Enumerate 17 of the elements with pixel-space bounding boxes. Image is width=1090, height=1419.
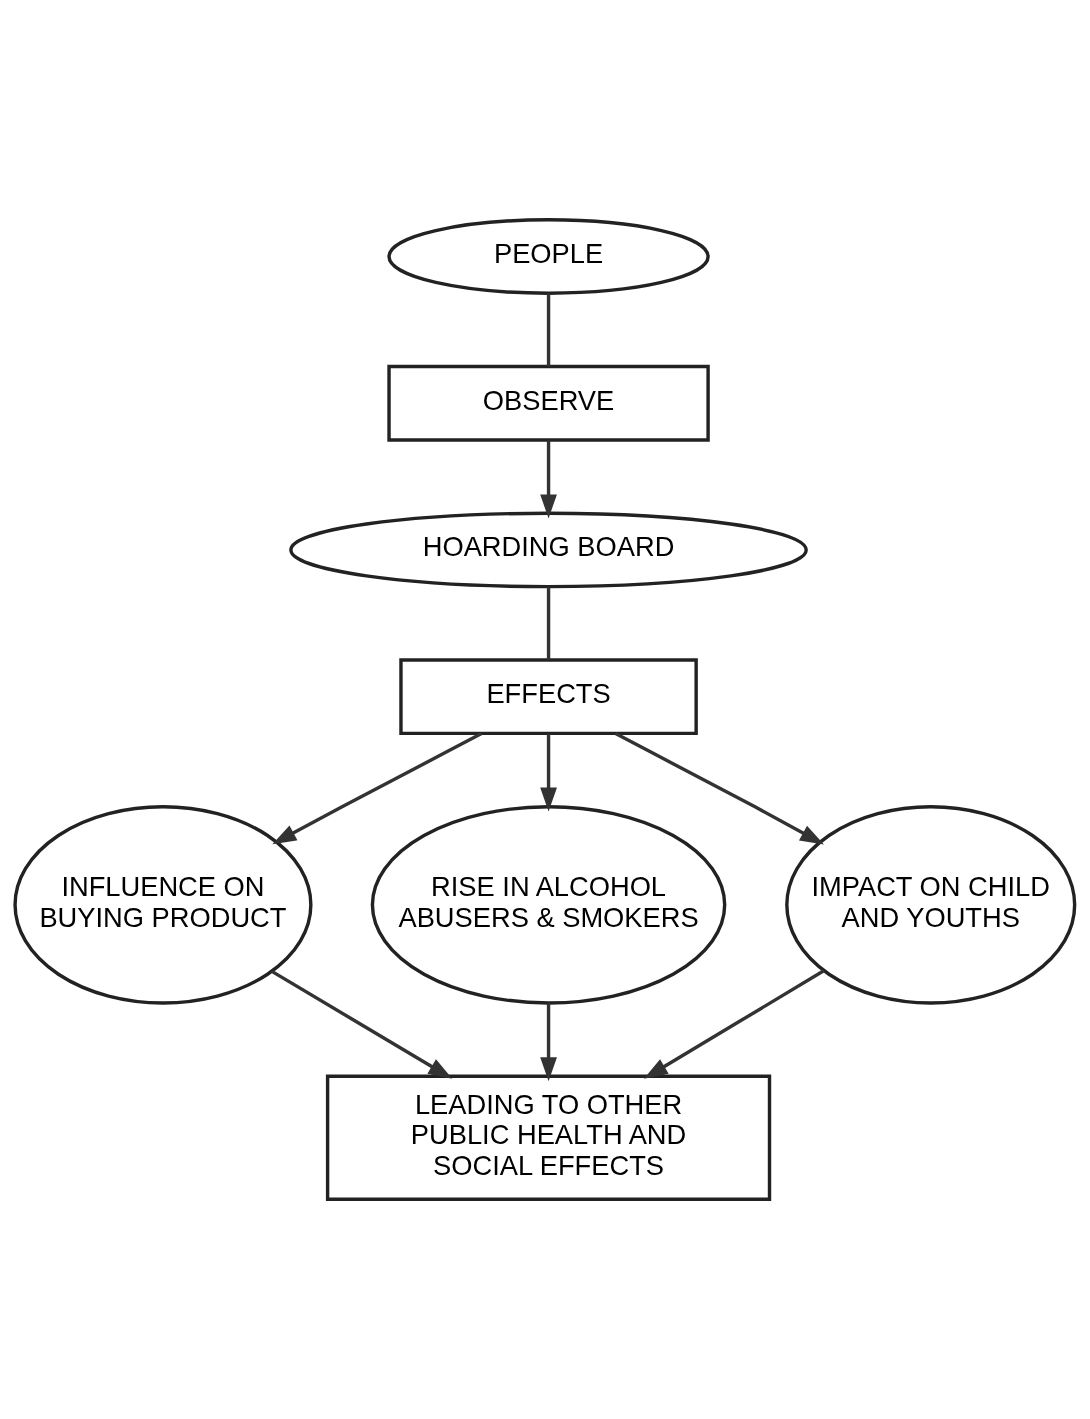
node-box: OBSERVE <box>387 364 710 442</box>
arrow <box>271 969 453 1079</box>
arrow <box>614 732 824 845</box>
arrow <box>272 732 483 845</box>
node-box: EFFECTS <box>399 658 698 736</box>
node-ellipse: IMPACT ON CHILD AND YOUTHS <box>785 805 1077 1005</box>
arrow <box>540 733 557 812</box>
node-ellipse: RISE IN ALCOHOL ABUSERS & SMOKERS <box>370 805 727 1005</box>
node-ellipse: INFLUENCE ON BUYING PRODUCT <box>13 805 313 1005</box>
connector <box>546 587 551 660</box>
arrow <box>540 440 557 519</box>
arrow <box>540 1003 557 1082</box>
node-box: LEADING TO OTHER PUBLIC HEALTH AND SOCIAL EFFECTS <box>325 1074 772 1201</box>
node-ellipse: HOARDING BOARD <box>289 511 808 589</box>
connector <box>546 293 551 367</box>
arrow <box>643 969 825 1079</box>
node-ellipse: PEOPLE <box>387 218 710 295</box>
